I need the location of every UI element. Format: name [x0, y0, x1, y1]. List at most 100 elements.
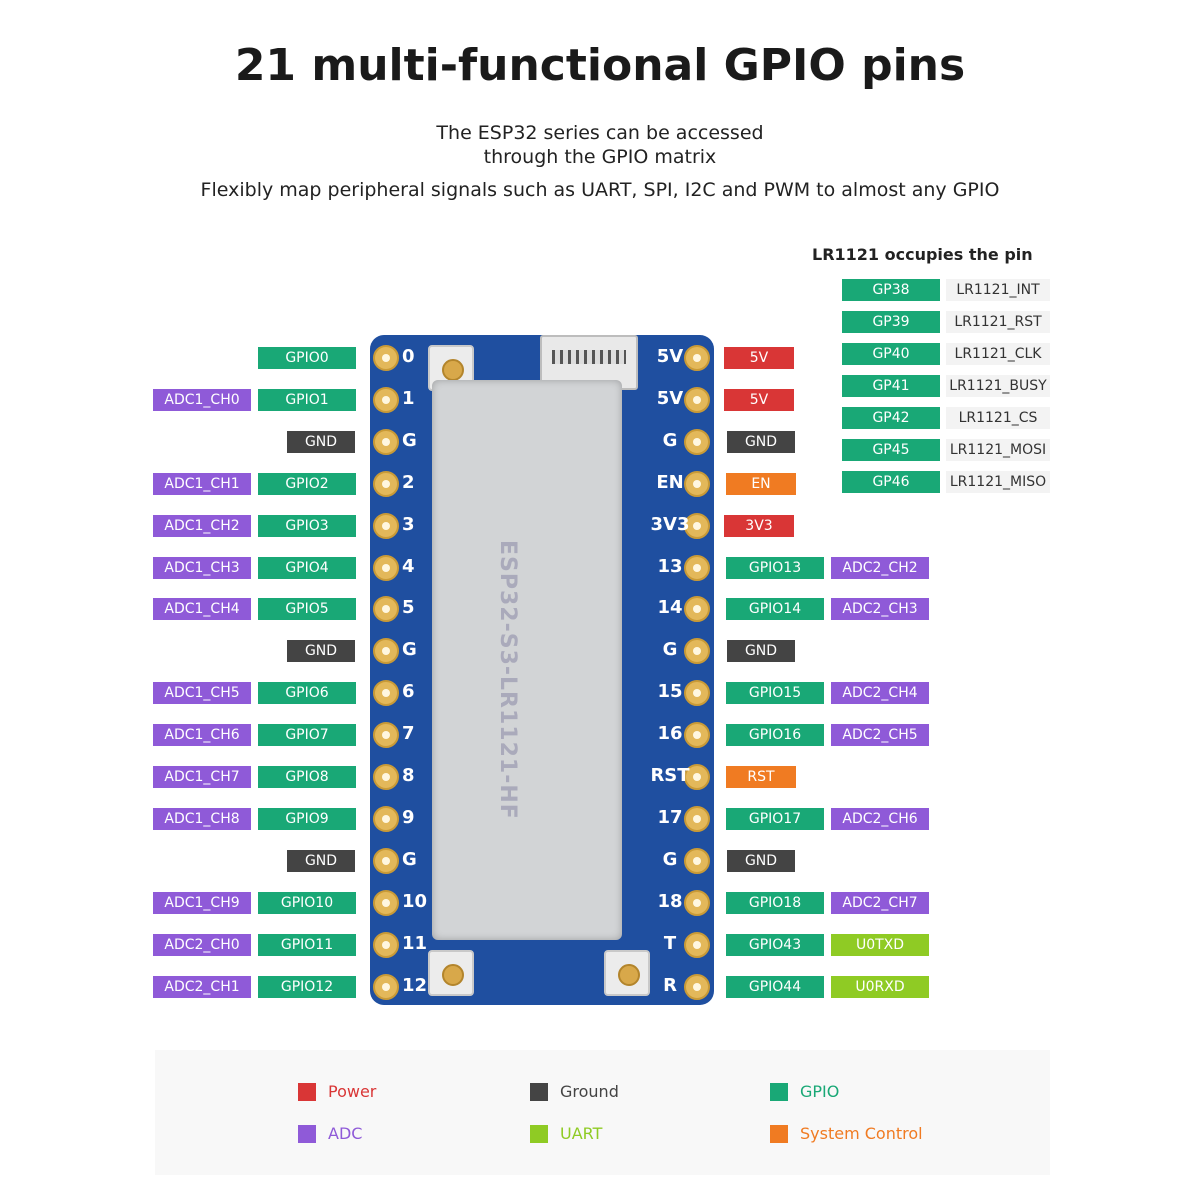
left-pin-pad: [373, 470, 399, 497]
left-gpio-label: GPIO0: [258, 347, 356, 369]
left-pin-number: G: [402, 429, 417, 451]
page-title: 21 multi-functional GPIO pins: [234, 40, 966, 91]
left-pin-pad: [373, 973, 399, 1000]
right-pin-number: RST: [650, 765, 690, 786]
left-pin-pad: [373, 386, 399, 413]
left-gpio-label: GPIO12: [258, 975, 356, 998]
left-pin-number: G: [402, 639, 417, 661]
left-adc-label: ADC1_CH3: [153, 556, 251, 579]
legend-label: UART: [560, 1124, 603, 1143]
lr1121-function-label: LR1121_MISO: [946, 471, 1050, 493]
right-gpio-label: GPIO17: [726, 807, 824, 830]
legend-swatch: [298, 1125, 316, 1143]
right-pin-number: G: [662, 429, 678, 451]
right-pin-pad: [684, 973, 710, 1000]
left-pin-number: 12: [402, 974, 428, 996]
lr1121-function-label: LR1121_CLK: [946, 343, 1050, 365]
right-adc-label: ADC2_CH5: [831, 724, 929, 747]
left-gnd-label: GND: [287, 640, 355, 663]
right-pin-number: 5V: [656, 346, 684, 367]
lr1121-function-label: LR1121_INT: [946, 279, 1050, 301]
antenna-connector-bottom-right: [604, 950, 650, 996]
right-power-label: 5V: [724, 347, 794, 369]
right-gpio-label: GPIO16: [726, 724, 824, 747]
left-gpio-label: GPIO9: [258, 807, 356, 830]
lr1121-function-label: LR1121_BUSY: [946, 375, 1050, 397]
right-pin-number: 3V3: [650, 513, 690, 535]
left-adc-label: ADC1_CH6: [153, 724, 251, 747]
left-pin-number: G: [402, 848, 417, 870]
left-pin-pad: [373, 512, 399, 539]
right-pin-number: 18: [657, 890, 683, 912]
right-pin-pad: [684, 512, 710, 539]
right-pin-pad: [684, 680, 710, 707]
right-pin-number: 14: [657, 597, 683, 619]
legend-label: GPIO: [800, 1082, 840, 1101]
lr1121-gp-label: GP41: [842, 375, 940, 397]
left-pin-pad: [373, 889, 399, 916]
left-pin-pad: [373, 554, 399, 581]
right-pin-pad: [684, 386, 710, 413]
right-pin-pad: [684, 554, 710, 581]
right-adc-label: ADC2_CH7: [831, 891, 929, 914]
left-adc-label: ADC2_CH0: [153, 933, 251, 956]
right-gnd-label: GND: [727, 640, 795, 663]
left-adc-label: ADC1_CH8: [153, 807, 251, 830]
right-gpio-label: GPIO15: [726, 682, 824, 705]
right-pin-number: G: [662, 848, 678, 870]
left-pin-pad: [373, 931, 399, 958]
left-pin-pad: [373, 764, 399, 790]
lr1121-gp-label: GP45: [842, 439, 940, 461]
legend-swatch: [530, 1083, 548, 1101]
right-pin-number: 16: [657, 723, 683, 745]
left-gnd-label: GND: [287, 849, 355, 872]
legend-label: System Control: [800, 1124, 923, 1143]
right-gpio-label: GPIO13: [726, 556, 824, 579]
legend-label: Power: [328, 1082, 377, 1101]
left-pin-number: 9: [402, 806, 415, 828]
right-pin-pad: [684, 764, 710, 790]
left-pin-number: 10: [402, 890, 428, 912]
right-pin-number: 13: [657, 555, 683, 577]
right-pin-pad: [684, 428, 710, 455]
right-pin-pad: [684, 847, 710, 874]
left-adc-label: ADC1_CH4: [153, 598, 251, 621]
left-pin-number: 4: [402, 555, 415, 577]
right-uart-label: U0TXD: [831, 933, 929, 956]
lr1121-gp-label: GP39: [842, 311, 940, 333]
lr1121-title: LR1121 occupies the pin: [812, 245, 1033, 264]
lr1121-function-label: LR1121_CS: [946, 407, 1050, 429]
left-gpio-label: GPIO2: [258, 472, 356, 495]
left-gpio-label: GPIO1: [258, 388, 356, 411]
right-gpio-label: GPIO44: [726, 975, 824, 998]
left-adc-label: ADC1_CH7: [153, 766, 251, 788]
right-adc-label: ADC2_CH3: [831, 598, 929, 621]
fpc-connector-contacts: [552, 350, 626, 364]
right-adc-label: ADC2_CH6: [831, 807, 929, 830]
left-adc-label: ADC1_CH9: [153, 891, 251, 914]
antenna-connector-bottom-left: [428, 950, 474, 996]
lr1121-function-label: LR1121_RST: [946, 311, 1050, 333]
lr1121-gp-label: GP42: [842, 407, 940, 429]
left-pin-pad: [373, 596, 399, 623]
left-pin-number: 3: [402, 513, 415, 535]
left-pin-pad: [373, 638, 399, 665]
left-pin-number: 1: [402, 387, 415, 409]
module-marking: ESP32-S3-LR1121-HF: [495, 540, 520, 820]
right-pin-pad: [684, 931, 710, 958]
right-gpio-label: GPIO18: [726, 891, 824, 914]
lr1121-gp-label: GP40: [842, 343, 940, 365]
right-pin-pad: [684, 805, 710, 832]
right-pin-pad: [684, 470, 710, 497]
legend-label: Ground: [560, 1082, 619, 1101]
right-pin-number: EN: [656, 471, 684, 493]
left-adc-label: ADC1_CH1: [153, 472, 251, 495]
right-power-label: 3V3: [724, 514, 794, 537]
left-pin-pad: [373, 847, 399, 874]
lr1121-gp-label: GP38: [842, 279, 940, 301]
right-system-label: RST: [726, 766, 796, 788]
left-pin-pad: [373, 805, 399, 832]
left-gpio-label: GPIO3: [258, 514, 356, 537]
right-system-label: EN: [726, 472, 796, 495]
left-pin-pad: [373, 722, 399, 749]
